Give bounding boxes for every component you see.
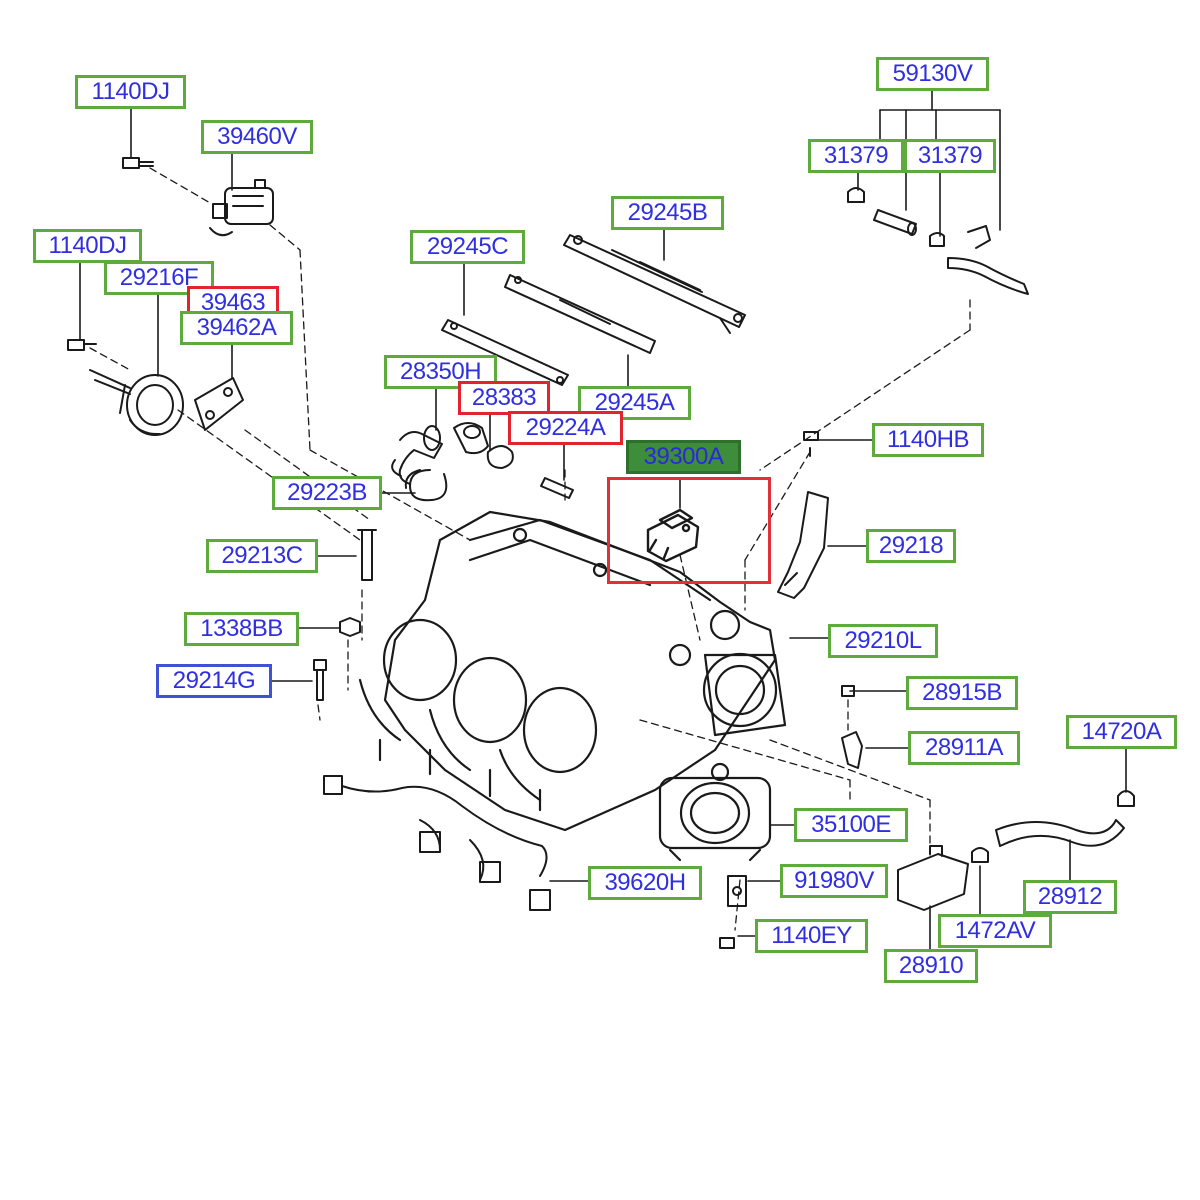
pcv-valve <box>540 477 574 499</box>
hose-assembly-59130v <box>847 187 1029 295</box>
callout-39460v[interactable]: 39460V <box>201 120 313 154</box>
callout-31379-b[interactable]: 31379 <box>904 139 996 173</box>
callout-39462a[interactable]: 39462A <box>180 311 293 345</box>
callout-31379-a[interactable]: 31379 <box>808 139 904 173</box>
callout-1140hb[interactable]: 1140HB <box>872 423 984 457</box>
callout-28910[interactable]: 28910 <box>884 949 978 983</box>
bolt-1140dj-top <box>122 157 154 169</box>
callout-59130v[interactable]: 59130V <box>876 57 989 91</box>
callout-1472av[interactable]: 1472AV <box>938 914 1052 948</box>
stay-29245a <box>504 274 656 354</box>
callout-28915b[interactable]: 28915B <box>906 676 1018 710</box>
nut-1338bb <box>339 617 361 637</box>
bolt-1140hb <box>803 431 819 457</box>
callout-1140dj-left[interactable]: 1140DJ <box>33 229 142 263</box>
stud-29213c <box>357 529 377 581</box>
callout-29223b[interactable]: 29223B <box>272 476 382 510</box>
bolt-1140dj-left <box>67 339 97 351</box>
callout-14720a[interactable]: 14720A <box>1066 715 1177 749</box>
stay-29245c <box>441 319 569 386</box>
bolt-1140ey <box>719 937 735 949</box>
bolt-28915b <box>841 685 855 697</box>
bracket-29218 <box>777 491 829 599</box>
callout-29245a[interactable]: 29245A <box>578 386 691 420</box>
map-sensor-39300a <box>646 508 700 563</box>
callout-29210l[interactable]: 29210L <box>828 624 938 658</box>
callout-29245b[interactable]: 29245B <box>611 196 724 230</box>
callout-1140dj-top[interactable]: 1140DJ <box>75 75 186 109</box>
callout-35100e[interactable]: 35100E <box>794 808 908 842</box>
hose-29223b <box>404 469 448 502</box>
callout-39300a[interactable]: 39300A <box>626 440 741 474</box>
clamp-29224a <box>486 445 514 469</box>
intake-manifold-29210l <box>358 510 787 832</box>
callout-28912[interactable]: 28912 <box>1023 880 1117 914</box>
bracket-91980v <box>727 875 747 907</box>
callout-29224a[interactable]: 29224A <box>508 411 623 445</box>
clamp-14720a <box>1117 790 1135 807</box>
callout-28383[interactable]: 28383 <box>458 381 550 415</box>
callout-28911a[interactable]: 28911A <box>908 731 1020 765</box>
callout-29218[interactable]: 29218 <box>866 529 956 563</box>
leader-lines <box>79 87 1127 953</box>
callout-1140ey[interactable]: 1140EY <box>755 919 868 953</box>
callout-29213c[interactable]: 29213C <box>206 539 318 573</box>
bracket-28911a <box>841 731 863 769</box>
pcv-hose-28350h <box>391 425 443 485</box>
gasket-39462a <box>194 377 244 431</box>
callout-29245c[interactable]: 29245C <box>410 230 525 264</box>
clip-1472av <box>971 847 989 863</box>
callout-91980v[interactable]: 91980V <box>780 864 888 898</box>
bolt-29214g <box>313 659 327 701</box>
stay-29245b <box>563 234 746 334</box>
callout-1338bb[interactable]: 1338BB <box>184 612 299 646</box>
highlight-box-39300a <box>607 477 771 584</box>
valve-28910 <box>897 845 969 911</box>
callout-39620h[interactable]: 39620H <box>588 866 702 900</box>
solenoid-valve-39460v <box>209 179 274 237</box>
hose-28912 <box>995 819 1125 847</box>
hose-28383 <box>453 422 489 455</box>
throttle-body-35100e <box>658 762 772 862</box>
callout-29214g[interactable]: 29214G <box>156 664 272 698</box>
wiring-harness-39620h <box>323 775 551 911</box>
actuator-29216f <box>89 369 184 436</box>
